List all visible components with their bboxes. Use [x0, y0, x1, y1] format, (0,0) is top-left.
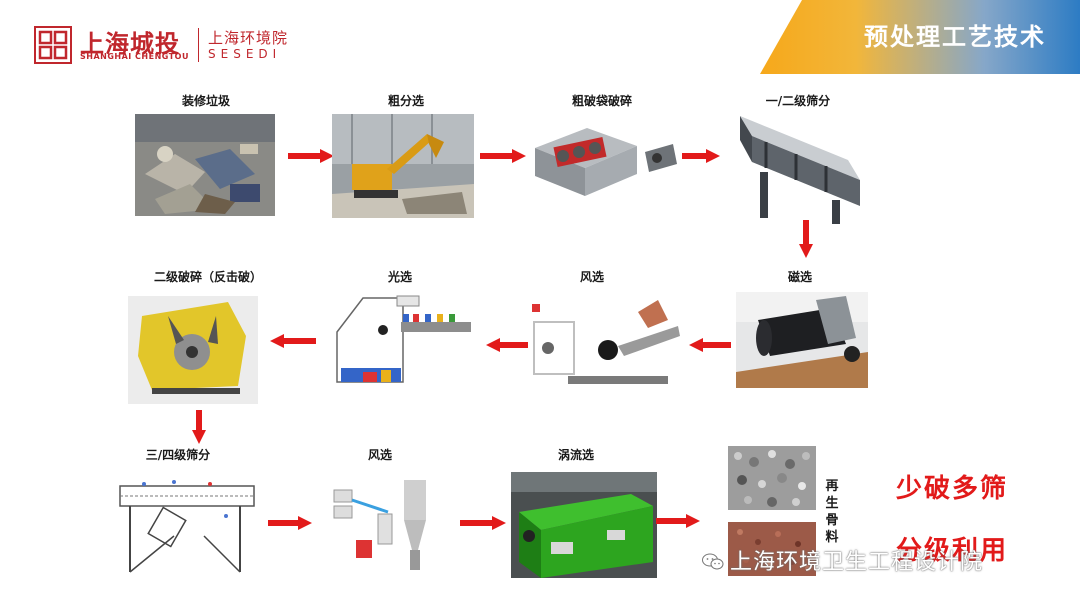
decoration-waste-image: [135, 114, 275, 216]
arrow-left-icon: [689, 338, 731, 352]
arrow-right-icon: [460, 516, 506, 530]
page-title: 预处理工艺技术: [864, 17, 1046, 52]
arrow-right-icon: [682, 149, 720, 163]
wechat-icon: [702, 552, 724, 570]
step-label-air-separation-1: 风选: [512, 268, 672, 285]
brand-name-en: SHANGHAI CHENGTOU: [80, 52, 189, 61]
arrow-down-icon: [799, 220, 813, 258]
rough-sorting-image: [332, 114, 474, 218]
arrow-right-icon: [288, 149, 334, 163]
optical-sorter-image: [333, 292, 475, 392]
step-label-magnetic-separation: 磁选: [720, 268, 880, 285]
step-label-air-separation-2: 风选: [300, 446, 460, 463]
step-label-screening-3-4: 三/四级筛分: [98, 446, 258, 463]
step-label-screening-1-2: 一/二级筛分: [718, 92, 878, 109]
step-label-decoration-waste: 装修垃圾: [126, 92, 286, 109]
arrow-right-icon: [268, 516, 312, 530]
institute-name-en: SESEDI: [208, 47, 281, 61]
step-label-optical-sorting: 光选: [320, 268, 480, 285]
slogan-line-1: 少破多筛: [896, 468, 1008, 505]
magnetic-separator-image: [736, 292, 868, 388]
vibrating-screen-image: [736, 110, 866, 232]
arrow-left-icon: [270, 334, 316, 348]
arrow-down-icon: [192, 410, 206, 444]
recycled-aggregate-label: 再 生 骨 料: [824, 478, 840, 546]
arrow-right-icon: [656, 514, 700, 528]
watermark: 上海环境卫生工程设计院: [702, 544, 983, 576]
eddy-current-separator-image: [511, 472, 657, 578]
bag-breaker-image: [527, 110, 679, 206]
brand-divider: [198, 28, 199, 62]
arrow-left-icon: [486, 338, 528, 352]
watermark-text: 上海环境卫生工程设计院: [730, 550, 983, 575]
cyclone-separator-image: [318, 470, 460, 574]
logo-icon: [34, 26, 72, 64]
step-label-secondary-crushing: 二级破碎（反击破）: [128, 268, 288, 285]
step-label-bag-breaking: 粗破袋破碎: [522, 92, 682, 109]
step-label-rough-sorting: 粗分选: [326, 92, 486, 109]
step-label-eddy-current: 涡流选: [496, 446, 656, 463]
recycled-aggregate-gray-image: [728, 446, 816, 510]
impact-crusher-image: [128, 296, 258, 404]
vibrating-screen-diagram-image: [114, 476, 260, 580]
institute-name: 上海环境院: [208, 27, 288, 48]
air-separator-image: [528, 292, 684, 388]
arrow-right-icon: [480, 149, 526, 163]
